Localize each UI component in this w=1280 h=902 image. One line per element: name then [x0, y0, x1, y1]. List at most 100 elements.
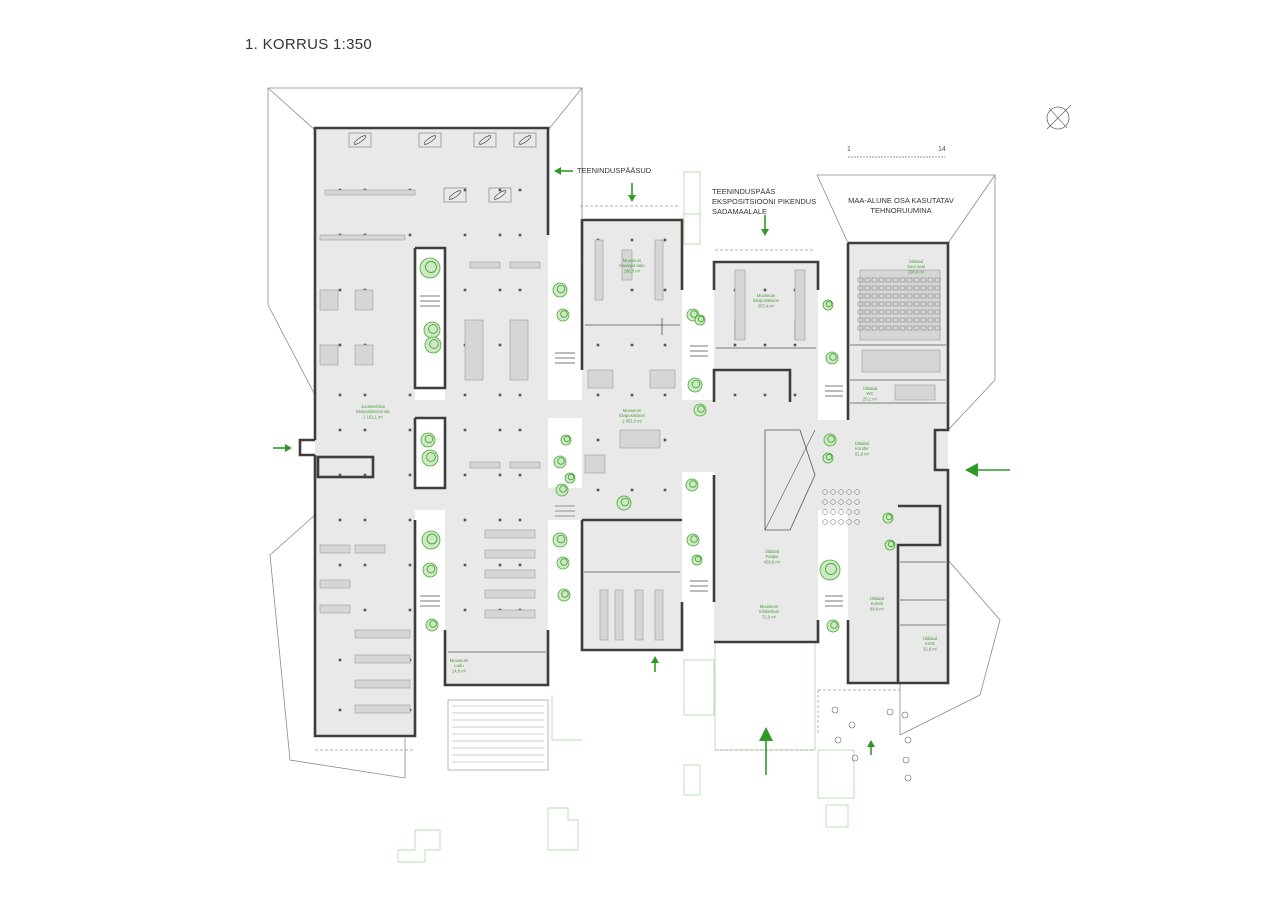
- room-label-line: Muuseum: [450, 658, 469, 663]
- exhibit-block: [319, 544, 351, 554]
- column: [498, 563, 502, 567]
- seat: [892, 325, 899, 331]
- floor-marking: [698, 585, 708, 587]
- seat: [899, 293, 906, 299]
- seat: [927, 277, 934, 283]
- column: [630, 393, 634, 397]
- column: [793, 343, 797, 347]
- outdoor-table: [904, 736, 912, 744]
- tree-icon: [823, 433, 837, 447]
- room-label-line: Üldalad: [765, 549, 780, 554]
- exhibit-block: [509, 319, 529, 381]
- tree-icon: [884, 539, 896, 551]
- column: [338, 343, 342, 347]
- exhibit-block: [354, 629, 411, 639]
- exhibit-block: [509, 261, 541, 269]
- dashed-site-lines: [315, 140, 900, 751]
- column: [663, 288, 667, 292]
- cafe-table: [822, 499, 828, 505]
- cafe-table: [830, 519, 836, 525]
- tree-icon: [425, 618, 439, 632]
- column: [518, 288, 522, 292]
- cafe-table: [822, 519, 828, 525]
- tree-icon: [426, 564, 436, 574]
- exhibit-block: [599, 589, 609, 641]
- seat: [913, 317, 920, 323]
- exhibit-block: [654, 239, 664, 301]
- exhibit-block: [794, 269, 806, 341]
- hall-seating: [822, 277, 941, 782]
- column: [408, 473, 412, 477]
- exhibit-block: [594, 239, 604, 301]
- scale-bar-end-label: 14: [938, 146, 946, 153]
- seat: [885, 301, 892, 307]
- exhibit-block: [354, 679, 411, 689]
- tree-icon: [819, 559, 841, 581]
- exhibit-block: [354, 344, 374, 366]
- seat: [878, 317, 885, 323]
- page-title: 1. KORRUS 1:350: [245, 36, 373, 53]
- seat: [864, 285, 871, 291]
- column: [463, 393, 467, 397]
- seat: [878, 293, 885, 299]
- floor-marking: [430, 600, 440, 602]
- cafe-table: [822, 489, 828, 495]
- tree-icon: [419, 257, 441, 279]
- outdoor-steps: [420, 295, 843, 771]
- seat: [927, 301, 934, 307]
- column: [498, 518, 502, 522]
- seat: [892, 293, 899, 299]
- seat: [899, 301, 906, 307]
- seat: [885, 277, 892, 283]
- room-label-line: Suur saal: [907, 264, 925, 269]
- seat: [857, 293, 864, 299]
- seat: [927, 309, 934, 315]
- room-label-line: Üldalad: [863, 386, 878, 391]
- tree-icon: [424, 434, 434, 444]
- cafe-table: [838, 509, 844, 515]
- column: [408, 518, 412, 522]
- exhibit-block: [354, 289, 374, 311]
- cafe-table: [846, 519, 852, 525]
- seat: [885, 325, 892, 331]
- boat-sketch: [518, 135, 532, 145]
- column: [793, 393, 797, 397]
- roof-outline-west: [267, 87, 583, 779]
- seat: [906, 277, 913, 283]
- seat: [899, 325, 906, 331]
- column: [338, 658, 342, 662]
- floor-marking: [698, 345, 708, 347]
- tree-icon: [426, 533, 438, 545]
- floor-marking: [833, 390, 843, 392]
- exhibit-block: [469, 461, 501, 469]
- tree-icon: [685, 478, 699, 492]
- tree-icon: [882, 512, 894, 524]
- outdoor-table: [831, 706, 839, 714]
- tree-icon: [552, 282, 568, 298]
- tree-icon: [567, 473, 575, 481]
- tree-icon: [556, 284, 566, 294]
- tree-icon: [422, 562, 438, 578]
- floor-marking: [420, 600, 430, 602]
- floor-marking: [698, 355, 708, 357]
- floor-marking: [825, 390, 835, 392]
- tree-icon: [697, 405, 705, 413]
- exhibit-block: [614, 589, 624, 641]
- seat: [899, 317, 906, 323]
- floor-marking: [565, 362, 575, 364]
- column: [463, 563, 467, 567]
- seat: [934, 277, 941, 283]
- column: [363, 563, 367, 567]
- seat: [864, 277, 871, 283]
- north-arrow-icon: [1046, 104, 1072, 130]
- exhibit-furniture: [319, 132, 941, 714]
- exhibit-block: [894, 384, 936, 401]
- seat: [927, 285, 934, 291]
- column: [663, 438, 667, 442]
- seat: [885, 285, 892, 291]
- column: [463, 428, 467, 432]
- tree-icon: [564, 472, 576, 484]
- column: [463, 233, 467, 237]
- exhibit-extension-note: TEENINDUSPÄÄS EKSPOSITSIOONI PIKENDUS SA…: [712, 187, 817, 216]
- room-label-line: Ladu: [454, 663, 464, 668]
